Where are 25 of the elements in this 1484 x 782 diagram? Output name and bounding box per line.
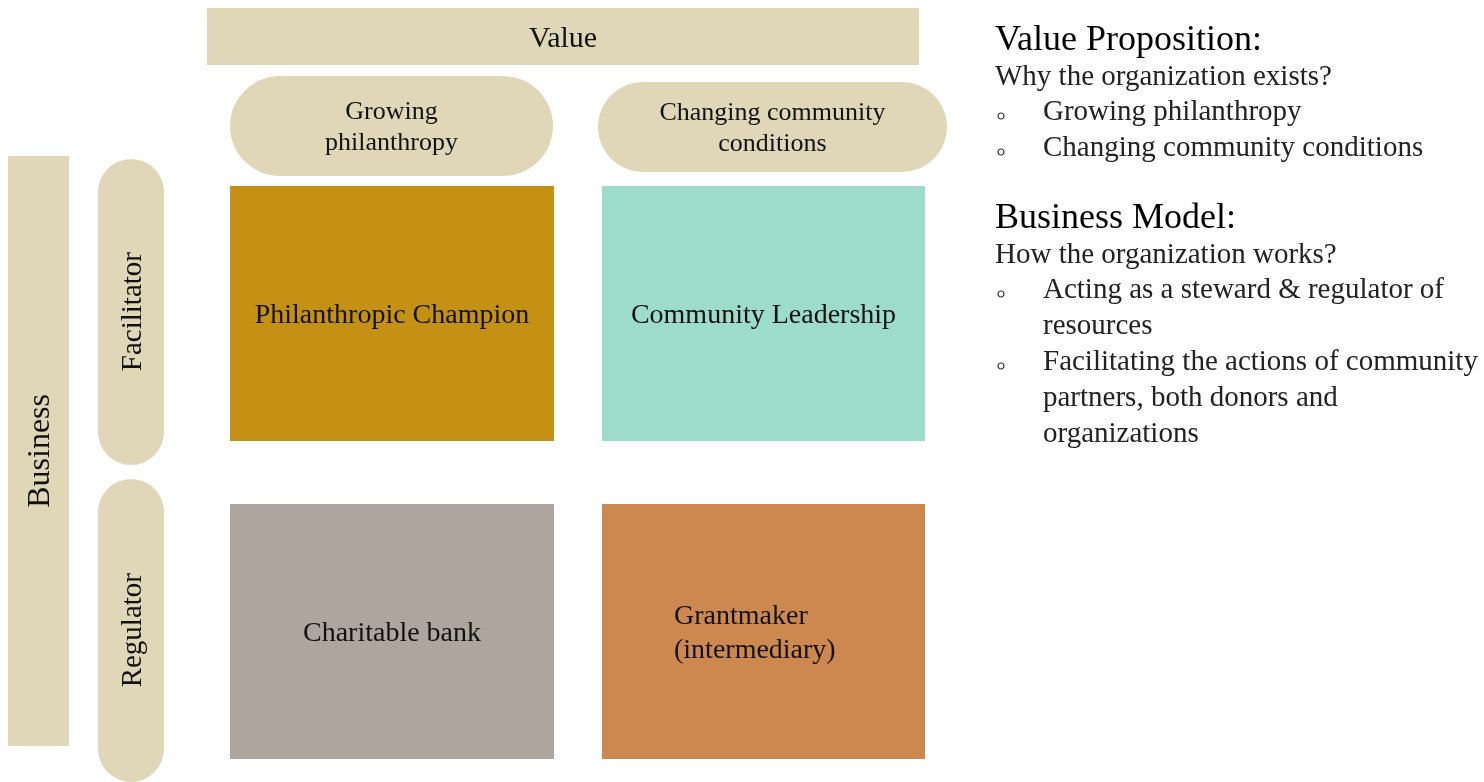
bullet-text: Growing philanthropy xyxy=(1043,94,1302,126)
band-label: Value xyxy=(528,18,598,55)
quadrant-label: Community Leadership xyxy=(630,296,897,331)
section-heading: Business Model: xyxy=(995,196,1237,236)
quadrant-label: Grantmaker (intermediary) xyxy=(674,597,837,666)
quadrant-label: Philanthropic Champion xyxy=(254,296,530,331)
role-pill xyxy=(98,479,164,782)
bullet-text: Changing community conditions xyxy=(1043,130,1424,162)
pill-label: Facilitator xyxy=(113,252,148,372)
quadrant-box xyxy=(602,186,925,441)
pill-label: Regulator xyxy=(113,573,148,688)
bullet-text: Facilitating the actions of community partners, both donors and organizations xyxy=(1043,344,1478,448)
pill-label: Changing community conditions xyxy=(658,95,887,159)
value-band xyxy=(207,8,919,65)
section-question: Why the organization exists? xyxy=(995,58,1333,92)
business-band xyxy=(8,156,69,746)
section-question: How the organization works? xyxy=(995,236,1338,270)
quadrant-box xyxy=(230,504,554,759)
bullet-text: Acting as a steward & regulator of resources xyxy=(1043,272,1445,340)
pill-label: Growing philanthropy xyxy=(324,94,459,158)
section-heading: Value Proposition: xyxy=(995,18,1263,58)
quadrant-label: Charitable bank xyxy=(302,614,482,649)
band-label: Business xyxy=(19,394,58,508)
quadrant-box xyxy=(602,504,925,759)
quadrant-box xyxy=(230,186,554,441)
